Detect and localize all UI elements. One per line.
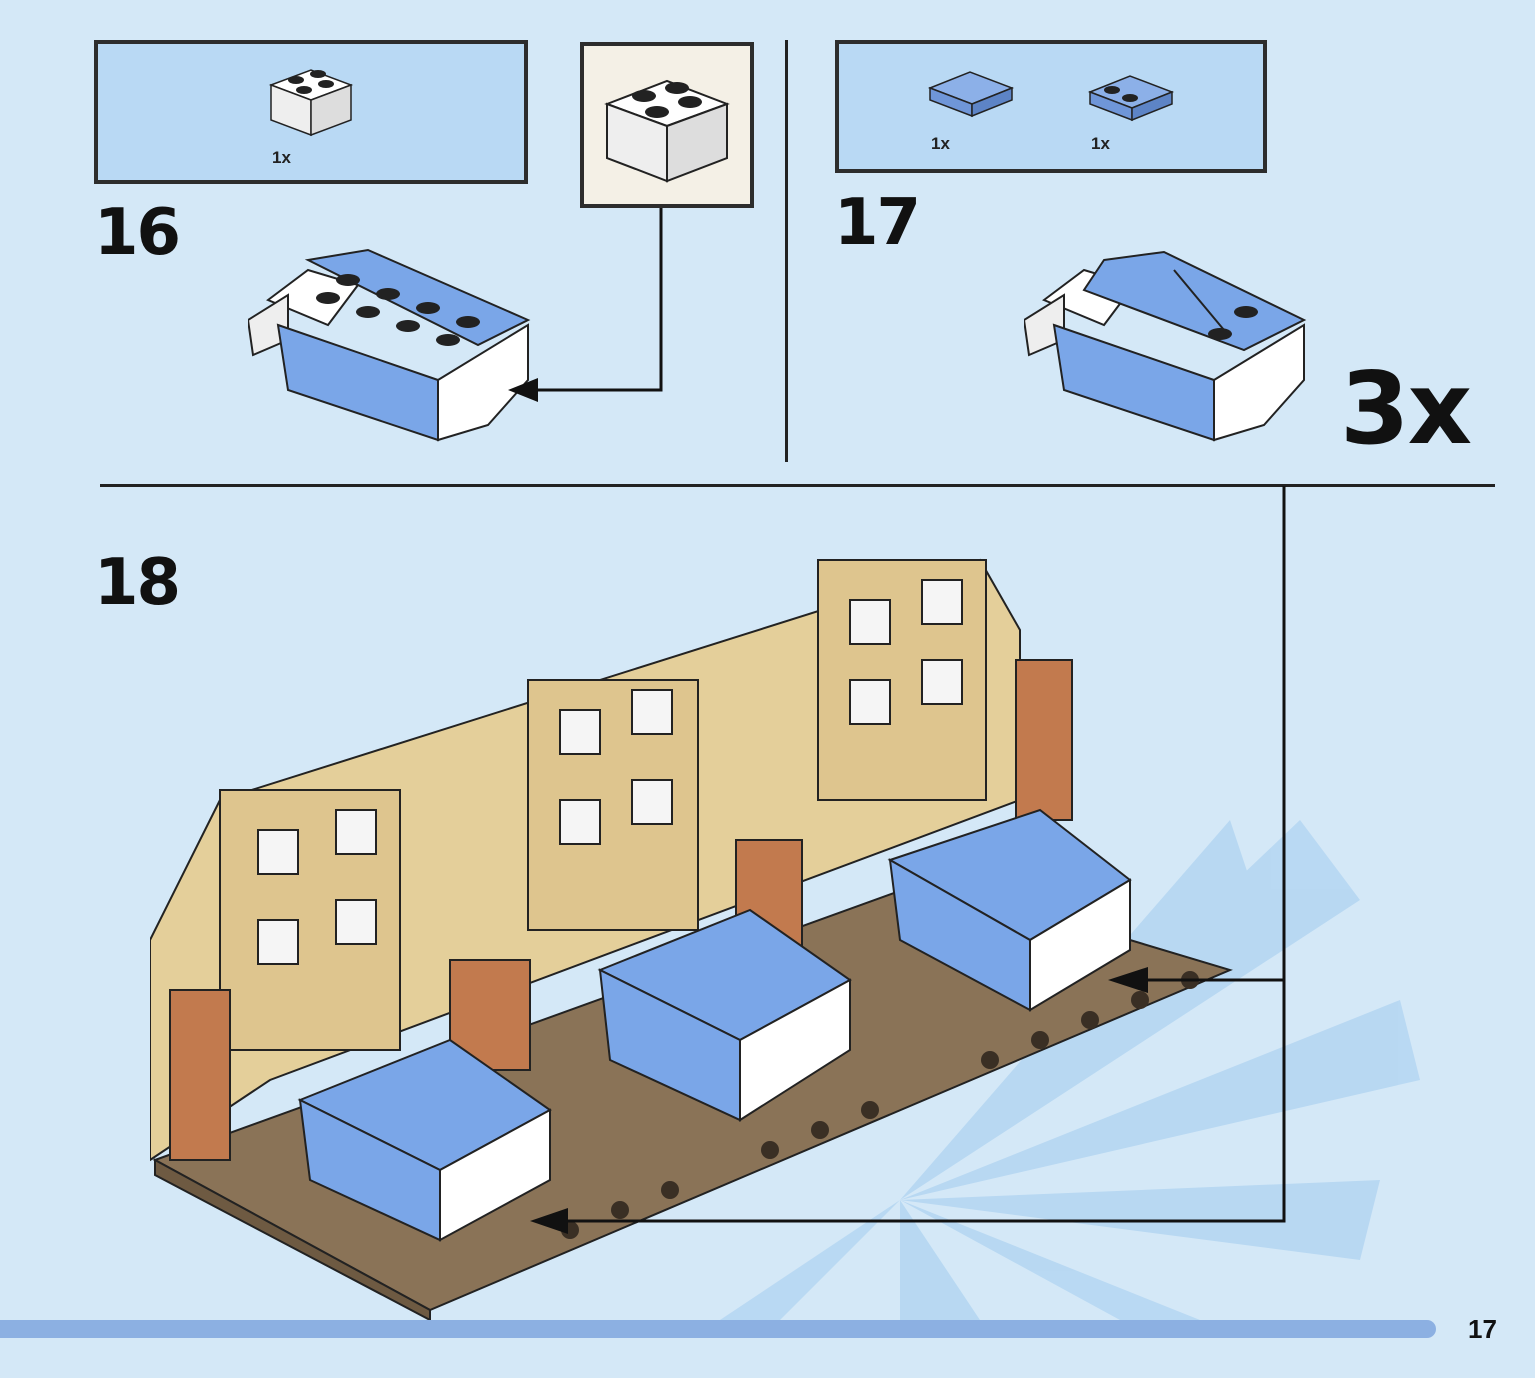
step-16-parts-list: 1x: [94, 40, 528, 184]
step-18-hospital-ward-model: [150, 520, 1250, 1320]
page-number: 17: [1468, 1314, 1497, 1344]
white-2x2-brick-icon: [266, 60, 356, 140]
blue-2x2-tile-icon: [926, 66, 1016, 124]
step-18-number: 18: [94, 546, 181, 620]
vertical-divider: [785, 40, 788, 462]
step-17-number: 17: [834, 186, 921, 260]
step-17-parts-list: 1x 1x: [835, 40, 1267, 173]
step-16-callout-box: [580, 42, 754, 208]
step-17-multiplier: 3x: [1340, 350, 1472, 467]
step-17-bed-model: [1024, 230, 1314, 445]
step-16-bed-model: [248, 230, 538, 445]
step-16-number: 16: [94, 196, 181, 270]
horizontal-divider: [100, 484, 1495, 487]
part-qty: 1x: [1091, 134, 1110, 153]
part-qty: 1x: [931, 134, 950, 153]
part-qty: 1x: [272, 148, 291, 167]
footer-bar: [0, 1320, 1436, 1338]
blue-2x2-plate-icon: [1086, 70, 1176, 128]
white-2x2-brick-callout-icon: [602, 66, 732, 186]
